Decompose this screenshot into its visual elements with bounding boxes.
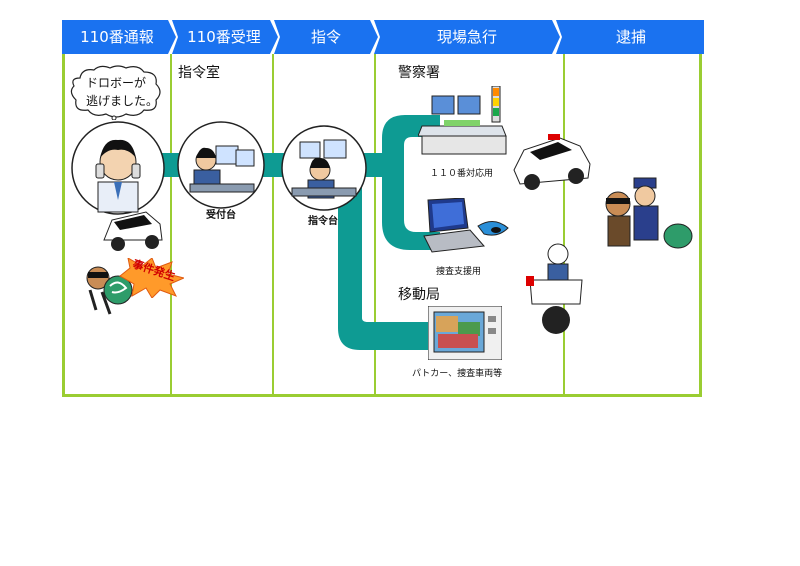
command-room-label: 指令室: [178, 65, 220, 81]
stage-label-arrest: 逮捕: [615, 28, 646, 46]
reception-operator-illustration: [177, 121, 265, 209]
stage-arrow-report: [62, 20, 176, 54]
patrol-car-icon: [513, 134, 591, 190]
column-divider: [170, 54, 172, 397]
stage-label-accept: 110番受理: [187, 28, 261, 46]
terminal-investigation-illustration: [423, 198, 509, 253]
command-desk-label: 指令台: [308, 216, 338, 227]
column-divider: [563, 54, 565, 397]
thief-running-icon: [86, 266, 133, 315]
stage-label-command: 指令: [310, 28, 341, 46]
diagram-frame: [62, 54, 702, 397]
police-arrest-illustration: [605, 177, 693, 249]
stage-label-rush: 現場急行: [436, 28, 497, 46]
column-divider: [272, 54, 274, 397]
stage-label-report: 110番通報: [80, 28, 154, 46]
speech-line-2: 逃げました。: [86, 94, 159, 108]
reception-desk-label: 受付台: [206, 210, 236, 221]
stage-arrow-rush: [374, 20, 560, 54]
stage-arrow-arrest: [556, 20, 704, 54]
speech-line-1: ドロボーが: [86, 76, 147, 90]
incident-burst: [119, 258, 184, 298]
police-motorcycle-icon: [526, 243, 583, 334]
command-operator-illustration: [281, 125, 367, 211]
mobile-station-label: 移動局: [398, 287, 440, 303]
police-station-label: 警察署: [398, 65, 440, 81]
patrol-car-small-icon: [103, 211, 163, 251]
stage-header-bar: [62, 20, 704, 54]
stage-arrow-command: [274, 20, 378, 54]
caller-illustration: [71, 121, 165, 215]
speech-bubble: [70, 65, 161, 120]
terminal-110-label: １１０番対応用: [430, 169, 494, 179]
vehicle-terminal-label: パトカー、捜査車両等: [412, 369, 503, 379]
vehicle-terminal-illustration: [428, 306, 502, 360]
terminal-investigation-label: 捜査支援用: [436, 267, 482, 277]
terminal-110-illustration: [418, 86, 507, 155]
column-divider: [374, 54, 376, 397]
stage-arrow-accept: [172, 20, 278, 54]
